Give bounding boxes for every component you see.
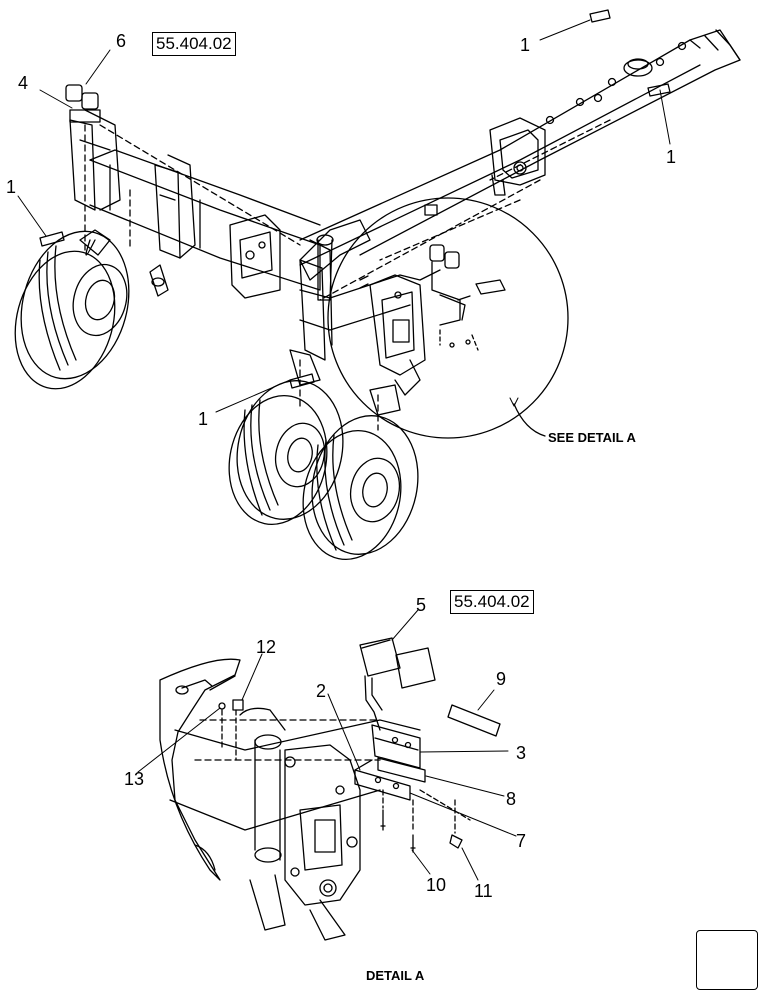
left-wheel bbox=[14, 229, 130, 390]
top-decals bbox=[39, 9, 671, 389]
callout-number: 12 bbox=[256, 637, 277, 657]
detail-frame bbox=[159, 658, 421, 941]
callout-number: 10 bbox=[426, 875, 447, 895]
right-front-wheel bbox=[228, 380, 344, 526]
detail-reference-box[interactable]: 55.404.02 bbox=[450, 590, 534, 614]
left-wing-frame bbox=[69, 109, 321, 299]
detail-a-circle bbox=[327, 197, 569, 439]
callout-number: 4 bbox=[18, 73, 29, 93]
detail-leaders bbox=[137, 609, 517, 881]
right-gauge-assembly bbox=[289, 204, 506, 431]
see-detail-leader bbox=[513, 403, 546, 437]
callout-number: 1 bbox=[6, 177, 17, 197]
callout-number: 6 bbox=[116, 31, 127, 51]
callout-number: 13 bbox=[124, 769, 145, 789]
callout-number: 1 bbox=[520, 35, 531, 55]
callout-number: 9 bbox=[496, 669, 507, 689]
toolbar-frame bbox=[299, 29, 741, 301]
callout-number: 2 bbox=[316, 681, 327, 701]
right-rear-wheel bbox=[302, 415, 419, 561]
callout-number: 1 bbox=[198, 409, 209, 429]
callout-number: 8 bbox=[506, 789, 517, 809]
see-detail-label: SEE DETAIL A bbox=[548, 430, 636, 445]
next-page-button[interactable] bbox=[696, 930, 758, 990]
top-reference-box[interactable]: 55.404.02 bbox=[152, 32, 236, 56]
callout-number: 3 bbox=[516, 743, 527, 763]
callout-number: 7 bbox=[516, 831, 527, 851]
callout-number: 1 bbox=[666, 147, 677, 167]
callout-number: 5 bbox=[416, 595, 427, 615]
top-leaders bbox=[17, 19, 671, 413]
detail-light-assembly bbox=[354, 637, 501, 853]
detail-caption: DETAIL A bbox=[366, 968, 425, 983]
callout-number: 11 bbox=[474, 881, 493, 901]
